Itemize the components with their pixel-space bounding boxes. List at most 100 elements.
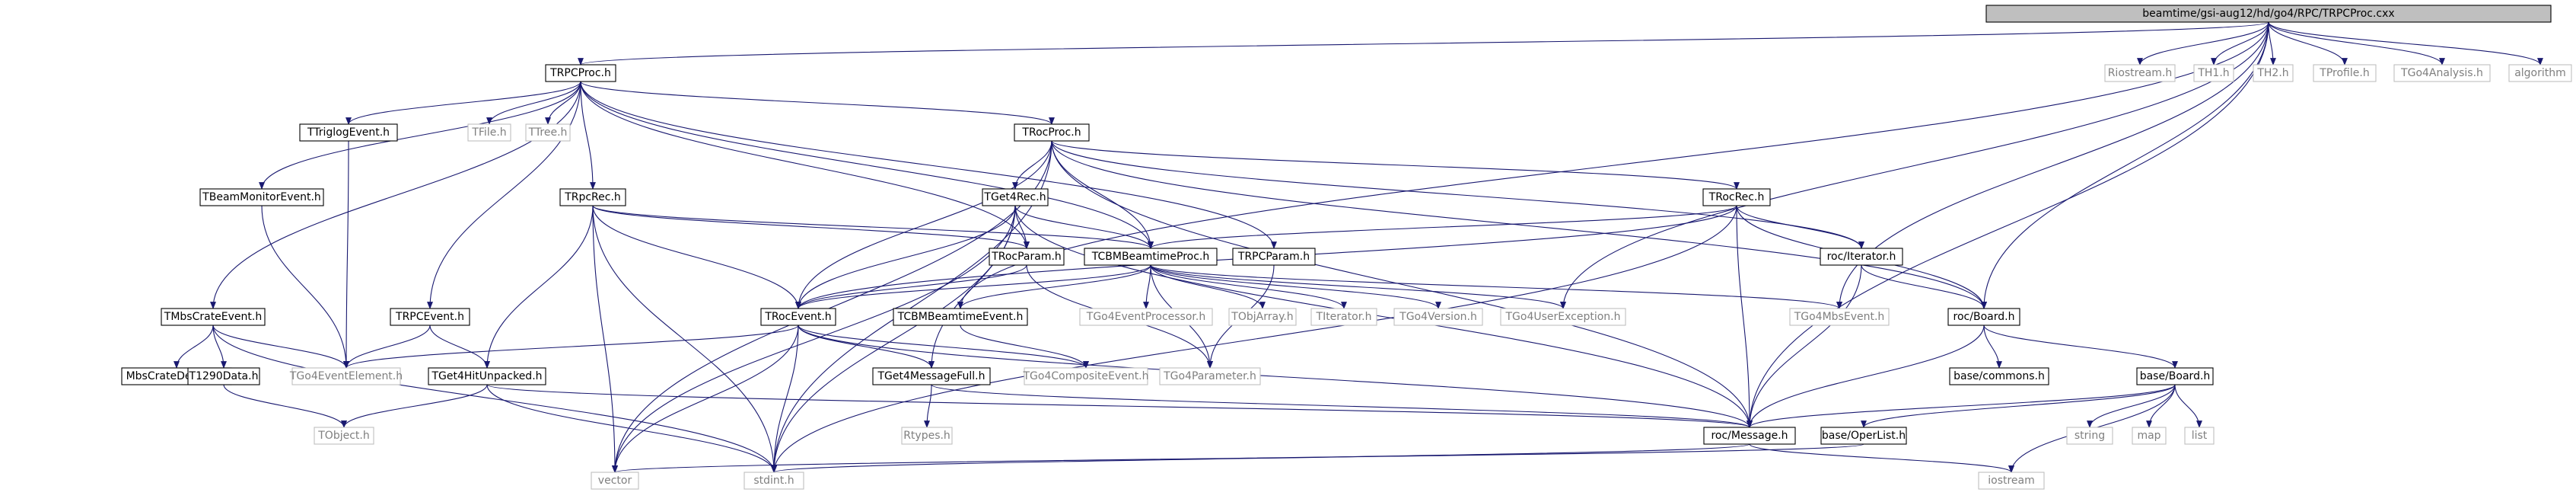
node-box — [2508, 64, 2572, 82]
node-label: TH2.h — [2256, 67, 2288, 79]
node-ttriglog[interactable]: TTriglogEvent.h — [299, 123, 398, 142]
edge-rociter-to-rocmessage — [1747, 264, 1862, 428]
node-label: TProfile.h — [2319, 67, 2369, 79]
node-tmbscrate[interactable]: TMbsCrateEvent.h — [161, 308, 266, 326]
node-label: iostream — [1988, 475, 2035, 487]
node-t1290[interactable]: T1290Data.h — [187, 367, 260, 385]
edge-trocparam-to-trocevent — [795, 264, 1027, 309]
edge-tmbscrate-to-stdint — [212, 325, 777, 473]
node-basecommons[interactable]: base/commons.h — [1949, 367, 2049, 385]
node-trocrec[interactable]: TRocRec.h — [1702, 188, 1771, 206]
node-tcbmproc[interactable]: TCBMBeamtimeProc.h — [1084, 248, 1218, 266]
node-label: TGo4EventElement.h — [289, 370, 403, 382]
edge-baseboard-to-baseoplist — [1861, 384, 2176, 428]
edge-trocproc-to-rocmessage — [1051, 140, 1753, 428]
edge-trocproc-to-trocrec — [1051, 140, 1740, 190]
node-trpcevent[interactable]: TRPCEvent.h — [390, 308, 470, 326]
node-box — [428, 367, 546, 385]
node-box — [390, 308, 470, 326]
edge-tpcrec-to-trocparam — [592, 205, 1030, 249]
node-box — [1232, 248, 1316, 266]
node-box — [2193, 64, 2234, 82]
node-trocproc[interactable]: TRocProc.h — [1014, 123, 1090, 142]
node-box — [2066, 427, 2113, 445]
node-box — [2104, 64, 2176, 82]
node-box — [1500, 308, 1626, 326]
node-th2: TH2.h — [2253, 64, 2294, 82]
edge-t1290-to-tobject — [223, 384, 347, 428]
node-box — [1024, 367, 1148, 385]
node-label: vector — [598, 475, 632, 487]
node-tfile: TFile.h — [467, 123, 511, 142]
node-box — [1703, 427, 1796, 445]
node-tget4rec[interactable]: TGet4Rec.h — [982, 188, 1049, 206]
node-tgo4comp: TGo4CompositeEvent.h — [1022, 367, 1149, 385]
node-stdint: stdint.h — [744, 472, 804, 490]
edge-tcbmevent-to-tgo4comp — [960, 325, 1089, 369]
edge-trpcproc_h-to-trpcparam — [580, 81, 1277, 249]
node-label: list — [2192, 430, 2208, 442]
node-trocparam[interactable]: TRocParam.h — [989, 248, 1065, 266]
edge-rocboard-to-basecommons — [1983, 325, 2002, 369]
node-label: TTree.h — [528, 126, 568, 139]
node-root[interactable]: beamtime/gsi-aug12/hd/go4/RPC/TRPCProc.c… — [1985, 5, 2552, 23]
edge-trocevent-to-vector — [612, 325, 799, 473]
node-box — [559, 188, 626, 206]
node-box — [1084, 248, 1218, 266]
node-tgo4evel: TGo4EventElement.h — [289, 367, 403, 385]
node-rociter[interactable]: roc/Iterator.h — [1820, 248, 1903, 266]
edge-tget4hit-to-rocmessage — [486, 384, 1753, 428]
node-tpcrec[interactable]: TRpcRec.h — [559, 188, 626, 206]
node-label: stdint.h — [753, 475, 794, 487]
edge-trpcproc_h-to-trocproc — [580, 81, 1055, 125]
node-tcbmevent[interactable]: TCBMBeamtimeEvent.h — [893, 308, 1028, 326]
node-tprofile: TProfile.h — [2313, 64, 2377, 82]
node-rocmessage[interactable]: roc/Message.h — [1703, 427, 1796, 445]
node-list: list — [2184, 427, 2215, 445]
node-label: roc/Message.h — [1711, 430, 1788, 442]
edge-root-to-tgo4analysis — [2268, 21, 2445, 66]
node-box — [893, 308, 1028, 326]
edge-tmbscrate-to-tgo4evel — [212, 325, 349, 369]
node-label: T1290Data.h — [189, 370, 259, 382]
node-box — [2313, 64, 2377, 82]
edge-baseboard-to-string — [2087, 384, 2176, 428]
node-box — [1947, 308, 2020, 326]
edge-trocevent-to-rocmessage — [798, 325, 1753, 428]
node-rtypes: Rtypes.h — [901, 427, 953, 445]
node-label: base/OperList.h — [1822, 430, 1906, 442]
edge-trocproc-to-rocboard — [1051, 140, 1987, 309]
edge-trocproc-to-trocevent — [795, 140, 1052, 309]
edge-tget4rec-to-vector — [612, 205, 1016, 473]
node-trpcproc_h[interactable]: TRPCProc.h — [545, 64, 616, 82]
edge-tget4rec-to-stdint — [771, 205, 1016, 473]
edge-tpcrec-to-trocevent — [592, 205, 801, 309]
node-titerator: TIterator.h — [1310, 308, 1377, 326]
node-box — [187, 367, 260, 385]
node-tget4hit[interactable]: TGet4HitUnpacked.h — [428, 367, 546, 385]
edge-tget4msg-to-rocmessage — [931, 384, 1753, 428]
edge-tcbmproc-to-tgo4mbsevent — [1150, 264, 1842, 309]
edge-baseboard-to-list — [2174, 384, 2202, 428]
edge-baseboard-to-rocmessage — [1747, 384, 2176, 428]
node-baseboard[interactable]: base/Board.h — [2136, 367, 2214, 385]
node-label: TGet4MessageFull.h — [877, 370, 985, 382]
node-trpcparam[interactable]: TRPCParam.h — [1232, 248, 1316, 266]
node-tget4msg[interactable]: TGet4MessageFull.h — [872, 367, 991, 385]
node-tbeammon[interactable]: TBeamMonitorEvent.h — [199, 188, 324, 206]
node-label: TGet4HitUnpacked.h — [431, 370, 542, 382]
node-rocboard[interactable]: roc/Board.h — [1947, 308, 2020, 326]
node-label: string — [2074, 430, 2105, 442]
node-tgo4version: TGo4Version.h — [1393, 308, 1483, 326]
node-ttree: TTree.h — [525, 123, 571, 142]
node-baseoplist[interactable]: base/OperList.h — [1820, 427, 1907, 445]
node-box — [1228, 308, 1297, 326]
edge-root-to-trpcproc_h — [578, 21, 2269, 66]
node-box — [299, 123, 398, 142]
node-box — [1949, 367, 2049, 385]
edge-root-to-th1 — [2211, 21, 2269, 66]
node-trocevent[interactable]: TRocEvent.h — [760, 308, 836, 326]
node-box — [901, 427, 953, 445]
edge-trocevent-to-tgo4evel — [343, 325, 799, 369]
